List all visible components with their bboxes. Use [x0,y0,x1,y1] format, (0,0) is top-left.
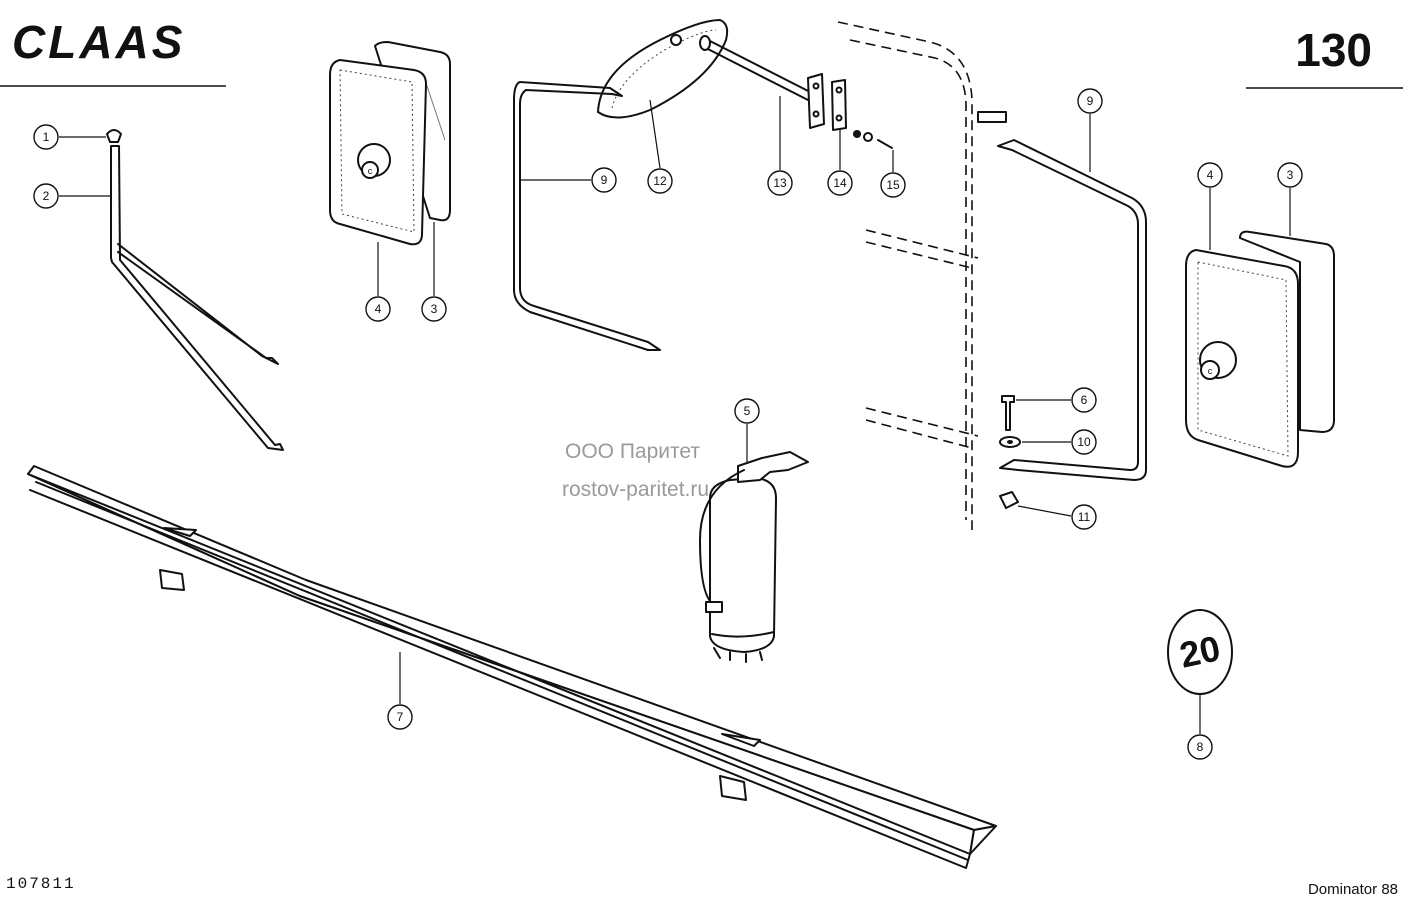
callout-label: 12 [653,174,667,188]
bolt-part-6 [1001,395,1015,431]
callout-label: 2 [43,189,50,203]
callout-10: 10 [1071,429,1097,455]
mirror-assembly-right: c [1185,230,1335,468]
callout-label: 10 [1077,435,1091,449]
callout-label: 9 [601,173,608,187]
callout-label: 11 [1078,510,1091,524]
mirror-arm-left-part-9 [513,81,661,351]
callout-3-right: 3 [1277,162,1303,188]
svg-text:c: c [368,166,373,176]
cap-part-1 [106,129,122,143]
callout-6: 6 [1071,387,1097,413]
callout-label: 5 [744,404,751,418]
callout-2: 2 [33,183,59,209]
brand-logo-text: CLAAS [12,16,185,68]
callout-label: 3 [431,302,438,316]
callout-9-left: 9 [591,167,617,193]
cab-outline [837,21,1007,530]
callout-8: 8 [1187,734,1213,760]
callout-label: 4 [1207,168,1214,182]
watermark-company: ООО Паритет [565,440,700,463]
callout-12: 12 [647,168,673,194]
bracket-tube-part-2 [110,145,284,451]
callout-11: 11 [1071,504,1097,530]
mirror-arm-right-part-9 [997,139,1147,481]
fire-extinguisher-part-5 [699,451,809,663]
mirror-assembly-center [597,19,893,149]
bracket-strut-part-2 [117,243,279,365]
callout-label: 7 [397,710,404,724]
brand-logo: CLAAS [12,16,185,68]
bolt-part-15 [877,139,893,149]
model-name: Dominator 88 [1308,881,1398,898]
speed-sign-part-8: 20 [1167,609,1233,695]
washer-part-15 [853,130,861,138]
callout-label: 3 [1287,168,1294,182]
callout-label: 4 [375,302,382,316]
leader-lines [59,96,1291,734]
clamp-plate-part-14 [831,79,847,131]
callout-1: 1 [33,124,59,150]
nut-part-11 [999,491,1019,509]
callout-label: 1 [43,130,50,144]
mirror-housing-right-part-4 [1185,249,1299,468]
callout-label: 8 [1197,740,1204,754]
svg-text:c: c [1208,366,1213,376]
speed-limit-value: 20 [1176,627,1224,675]
mirror-bracket-left [106,129,284,451]
callout-4-left: 4 [365,296,391,322]
callout-3-left: 3 [421,296,447,322]
fasteners-right [999,395,1021,509]
mirror-assembly-left: c [329,41,451,246]
callout-9-right: 9 [1077,88,1103,114]
callout-15: 15 [880,172,906,198]
callout-label: 14 [833,176,847,190]
long-rail-part-7 [27,465,997,869]
callout-label: 13 [773,176,787,190]
watermark-website: rostov-paritet.ru [562,478,709,501]
mirror-glass-right-part-3 [1239,230,1335,433]
callout-7: 7 [387,704,413,730]
callout-label: 15 [886,178,900,192]
callout-5: 5 [734,398,760,424]
clamp-part-13 [807,73,825,129]
callout-4-right: 4 [1197,162,1223,188]
rod-part-13 [701,39,815,101]
callout-label: 9 [1087,94,1094,108]
callout-13: 13 [767,170,793,196]
callout-label: 6 [1081,393,1088,407]
callout-14: 14 [827,170,853,196]
page-number: 130 [1295,24,1372,76]
mirror-oval-part-12 [597,19,729,119]
drawing-number: 107811 [6,875,76,893]
